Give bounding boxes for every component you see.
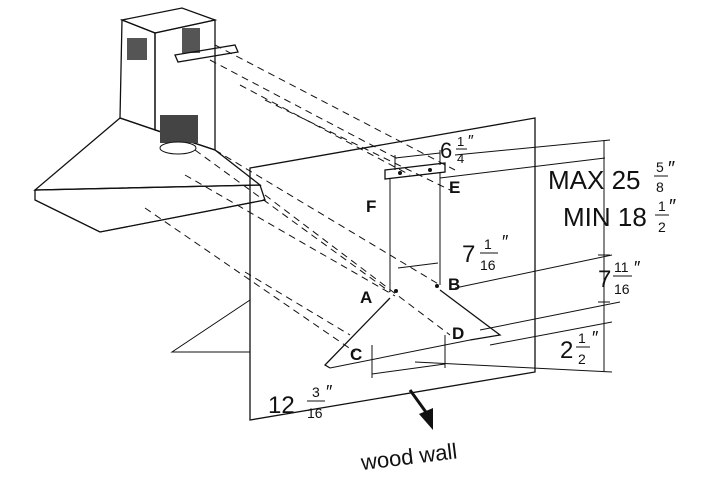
svg-text:MIN 18: MIN 18 [563, 202, 647, 232]
svg-text:7: 7 [462, 241, 475, 268]
projection-lines [144, 44, 456, 353]
svg-text:16: 16 [480, 257, 496, 273]
wall-arrow [408, 389, 433, 430]
dim-min-height: MIN 18 1 2 ″ [563, 196, 676, 235]
dimension-lines [414, 139, 621, 373]
svg-text:″: ″ [592, 328, 599, 348]
svg-text:″: ″ [668, 158, 675, 180]
svg-text:″: ″ [468, 133, 474, 150]
svg-text:2: 2 [560, 337, 573, 364]
wood-wall-label: wood wall [359, 438, 459, 475]
lower-support [323, 289, 502, 378]
svg-text:″: ″ [669, 196, 676, 218]
svg-text:8: 8 [656, 179, 664, 195]
wall-panel [170, 117, 536, 421]
svg-text:16: 16 [614, 281, 630, 297]
dim-max-height: MAX 25 5 8 ″ [548, 158, 675, 195]
svg-text:1: 1 [484, 236, 492, 252]
dim-mid-width: 7 1 16 ″ [462, 232, 509, 273]
svg-text:″: ″ [502, 232, 509, 252]
svg-text:3: 3 [312, 384, 320, 400]
mid-width-guide [394, 262, 439, 293]
svg-text:MAX 25: MAX 25 [548, 165, 641, 195]
svg-text:4: 4 [457, 151, 464, 166]
svg-text:1: 1 [578, 330, 586, 346]
svg-text:7: 7 [598, 266, 611, 293]
range-hood [33, 7, 266, 233]
dim-bottom-width: 12 3 16 ″ [268, 382, 333, 421]
dim-top-bracket: 6 1 4 ″ [440, 133, 474, 166]
label-e: E [449, 178, 460, 197]
svg-text:2: 2 [578, 351, 586, 367]
svg-text:5: 5 [656, 159, 664, 175]
svg-text:″: ″ [326, 382, 333, 402]
svg-text:″: ″ [634, 258, 641, 278]
dim-bottom-height: 2 1 2 ″ [560, 328, 599, 367]
svg-text:6: 6 [440, 138, 452, 163]
label-a: A [360, 288, 372, 307]
svg-text:12: 12 [268, 392, 295, 419]
upper-mount-bracket [384, 150, 446, 292]
label-b: B [448, 275, 460, 294]
label-f: F [366, 197, 376, 216]
label-c: C [350, 345, 362, 364]
svg-text:2: 2 [658, 219, 666, 235]
svg-text:1: 1 [457, 134, 464, 149]
label-d: D [452, 324, 464, 343]
svg-text:16: 16 [307, 405, 323, 421]
svg-text:11: 11 [614, 259, 629, 275]
dim-right-height: 7 11 16 ″ [598, 258, 641, 297]
svg-text:1: 1 [658, 198, 666, 214]
